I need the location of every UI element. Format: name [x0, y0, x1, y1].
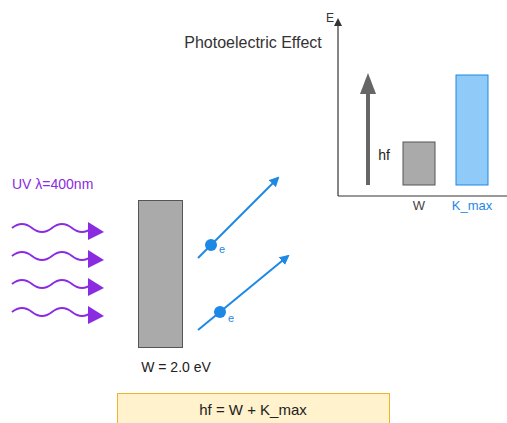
electron-paths: [198, 178, 288, 330]
title: Photoelectric Effect: [184, 34, 322, 52]
light-label: UV λ=400nm: [12, 176, 93, 192]
energy-axes: [338, 24, 507, 196]
kinetic-energy-bar: [456, 75, 488, 185]
uv-waves: [12, 224, 92, 316]
work-function-bar: [403, 142, 435, 185]
metal-plate: W = 2.0 eV: [138, 200, 183, 348]
photon-energy-label: hf: [378, 147, 390, 163]
photon-energy-arrow: [360, 73, 376, 185]
bar-label: W: [413, 199, 425, 214]
equation-text: hf = W + K_max: [199, 401, 307, 418]
uv-wave-heads: [88, 222, 104, 324]
work-function-label: W = 2.0 eV: [141, 359, 211, 375]
electron-label: e: [219, 243, 225, 256]
bar-label: K_max: [452, 199, 492, 214]
equation-box: hf = W + K_max: [117, 393, 390, 423]
electron-dots: [205, 239, 226, 318]
axis-head: [334, 18, 342, 26]
electron-label: e: [228, 312, 234, 325]
axis-label: E: [326, 12, 334, 26]
